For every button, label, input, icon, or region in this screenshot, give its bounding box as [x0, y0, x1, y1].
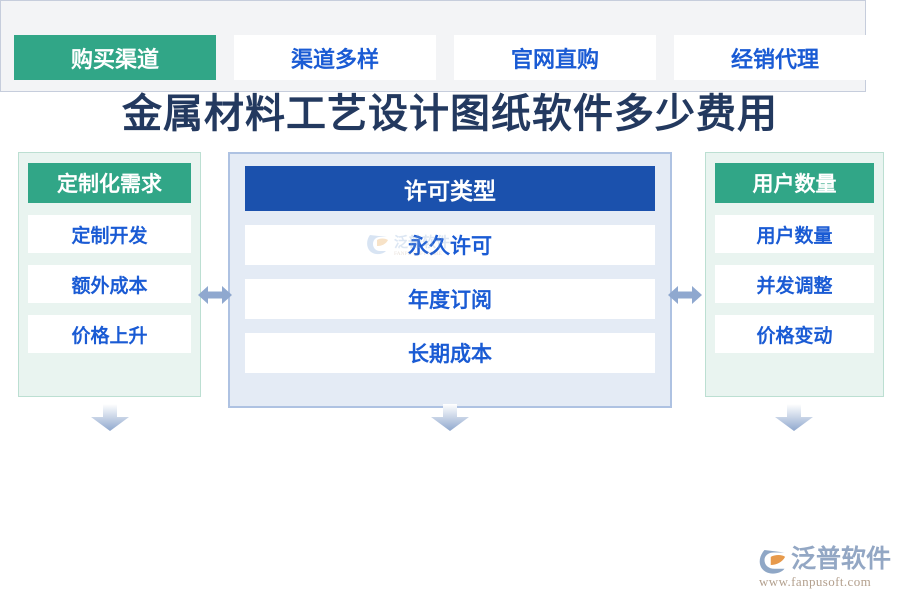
panel-customization-requirements: 定制化需求 定制开发 额外成本 价格上升: [18, 152, 201, 397]
bottom-cell-1[interactable]: 渠道多样: [234, 35, 436, 80]
panel-center-header: 许可类型: [245, 166, 655, 211]
panel-user-count: 用户数量 用户数量 并发调整 价格变动: [705, 152, 884, 397]
panel-left-item-3[interactable]: 价格上升: [28, 315, 191, 353]
bottom-cell-row: 购买渠道 渠道多样 官网直购 经销代理: [14, 35, 876, 80]
panel-center-item-3[interactable]: 长期成本: [245, 333, 655, 373]
down-arrow-icon-center: [431, 404, 469, 431]
panel-right-header: 用户数量: [715, 163, 874, 203]
panel-left-header: 定制化需求: [28, 163, 191, 203]
brand-logo: 泛普软件 www.fanpusoft.com: [757, 545, 892, 593]
panel-right-item-3[interactable]: 价格变动: [715, 315, 874, 353]
brand-name: 泛普软件: [791, 546, 892, 573]
panel-left-item-1[interactable]: 定制开发: [28, 215, 191, 253]
double-arrow-icon-right: [668, 282, 702, 308]
panel-center-item-1[interactable]: 永久许可: [245, 225, 655, 265]
down-arrow-icon-right: [775, 404, 813, 431]
page-title: 金属材料工艺设计图纸软件多少费用: [122, 91, 778, 136]
double-arrow-icon-left: [198, 282, 232, 308]
down-arrow-icon-left: [91, 404, 129, 431]
panel-license-type: 许可类型 永久许可 年度订阅 长期成本: [228, 152, 672, 408]
bottom-cell-header: 购买渠道: [14, 35, 216, 80]
panel-right-item-1[interactable]: 用户数量: [715, 215, 874, 253]
panel-left-item-2[interactable]: 额外成本: [28, 265, 191, 303]
panel-purchase-channels: 购买渠道 渠道多样 官网直购 经销代理: [0, 0, 876, 92]
fanpu-mark-icon: [757, 545, 787, 575]
panel-center-item-2[interactable]: 年度订阅: [245, 279, 655, 319]
bottom-cell-3[interactable]: 经销代理: [674, 35, 876, 80]
bottom-cell-2[interactable]: 官网直购: [454, 35, 656, 80]
panel-right-item-2[interactable]: 并发调整: [715, 265, 874, 303]
brand-url: www.fanpusoft.com: [759, 574, 872, 589]
